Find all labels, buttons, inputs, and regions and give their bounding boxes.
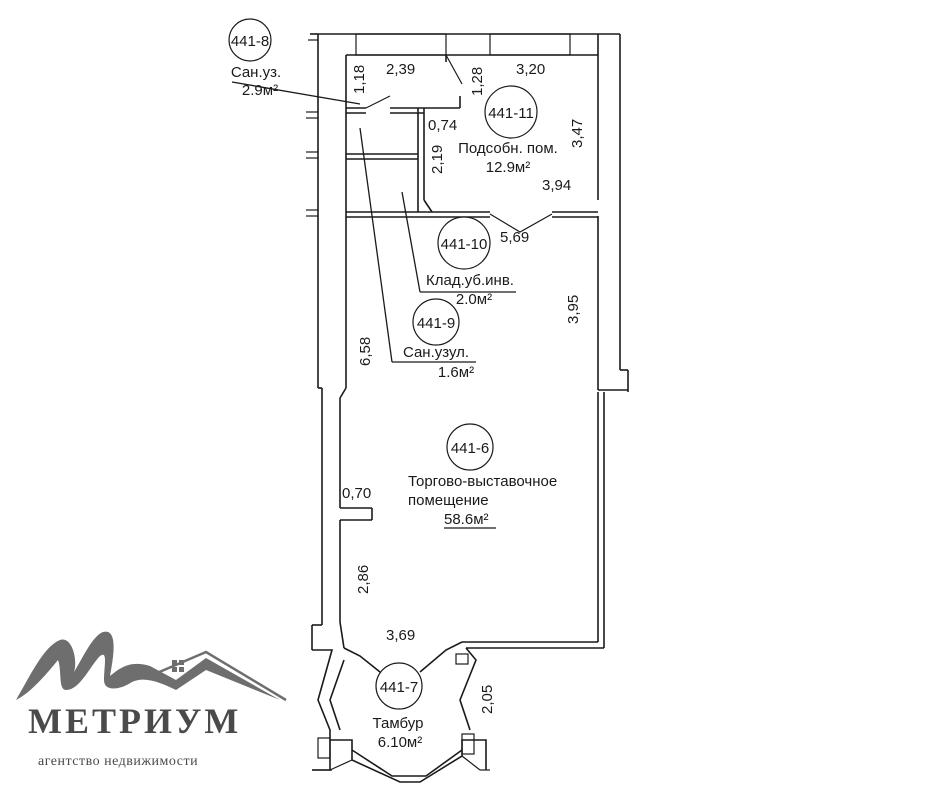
room-name: Сан.узул. — [403, 344, 469, 361]
room-name: Сан.уз. — [231, 64, 281, 81]
logo-tagline: агентство недвижимости — [38, 754, 198, 769]
room-code: 441-11 — [488, 105, 534, 122]
dimension-label: 3,94 — [542, 177, 571, 194]
room-441-11: 441-11 Подсобн. пом. 12.9м² — [458, 85, 558, 176]
room-area: 12.9м² — [486, 159, 531, 176]
dimension-label: 3,47 — [569, 119, 586, 148]
room-code-circle — [484, 85, 538, 139]
dimension-label: 0,70 — [342, 485, 371, 502]
logo-wordmark: МЕТРИУМ — [28, 701, 241, 741]
room-441-10: 441-10 Клад.уб.инв. 2.0м² — [426, 216, 514, 308]
room-code: 441-9 — [417, 315, 455, 332]
metrium-logo: МЕТРИУМ агентство недвижимости — [16, 631, 287, 769]
room-441-7: 441-7 Тамбур 6.10м² — [373, 662, 424, 751]
dimension-label: 2,19 — [429, 145, 446, 174]
room-441-8: 441-8 Сан.уз. 2.9м² — [228, 18, 281, 99]
room-441-9: 441-9 Сан.узул. 1.6м² — [403, 298, 474, 381]
room-area: 1.6м² — [438, 364, 474, 381]
room-name-line1: Торгово-выставочное — [408, 473, 557, 490]
room-area: 2.9м² — [242, 82, 278, 99]
logo-roof-icon — [149, 650, 287, 702]
dimensions: 2,39 1,18 1,28 3,20 0,74 2,19 3,47 3,94 … — [342, 61, 586, 714]
dimension-label: 5,69 — [500, 229, 529, 246]
room-code-circle — [412, 298, 460, 346]
room-code: 441-10 — [441, 236, 488, 253]
vestibule-walls — [312, 641, 490, 783]
dimension-label: 3,69 — [386, 627, 415, 644]
dimension-label: 6,58 — [357, 337, 374, 366]
room-441-6: 441-6 Торгово-выставочное помещение 58.6… — [408, 423, 557, 529]
room-area: 58.6м² — [444, 511, 489, 528]
logo-window-icon — [172, 660, 184, 672]
dimension-label: 3,95 — [565, 295, 582, 324]
leader-lines — [231, 81, 516, 363]
room-name: Тамбур — [373, 715, 424, 732]
room-name: Клад.уб.инв. — [426, 272, 514, 289]
room-code: 441-6 — [451, 440, 489, 457]
dimension-label: 1,18 — [351, 65, 368, 94]
logo-swoosh-icon — [16, 631, 280, 700]
dimension-label: 1,28 — [469, 67, 486, 96]
dimension-label: 2,05 — [479, 685, 496, 714]
room-code-circle — [228, 18, 272, 62]
room-code-circle — [437, 216, 491, 270]
dimension-label: 3,20 — [516, 61, 545, 78]
room-code-circle — [375, 662, 423, 710]
room-code: 441-7 — [380, 679, 418, 696]
room-area: 6.10м² — [378, 734, 423, 751]
dimension-label: 0,74 — [428, 117, 457, 134]
dimension-label: 2,86 — [355, 565, 372, 594]
room-code: 441-8 — [231, 33, 269, 50]
outer-walls — [306, 33, 629, 650]
dimension-label: 2,39 — [386, 61, 415, 78]
room-code-circle — [446, 423, 494, 471]
room-name-line2: помещение — [408, 492, 489, 509]
room-name: Подсобн. пом. — [458, 140, 558, 157]
room-area: 2.0м² — [456, 291, 492, 308]
